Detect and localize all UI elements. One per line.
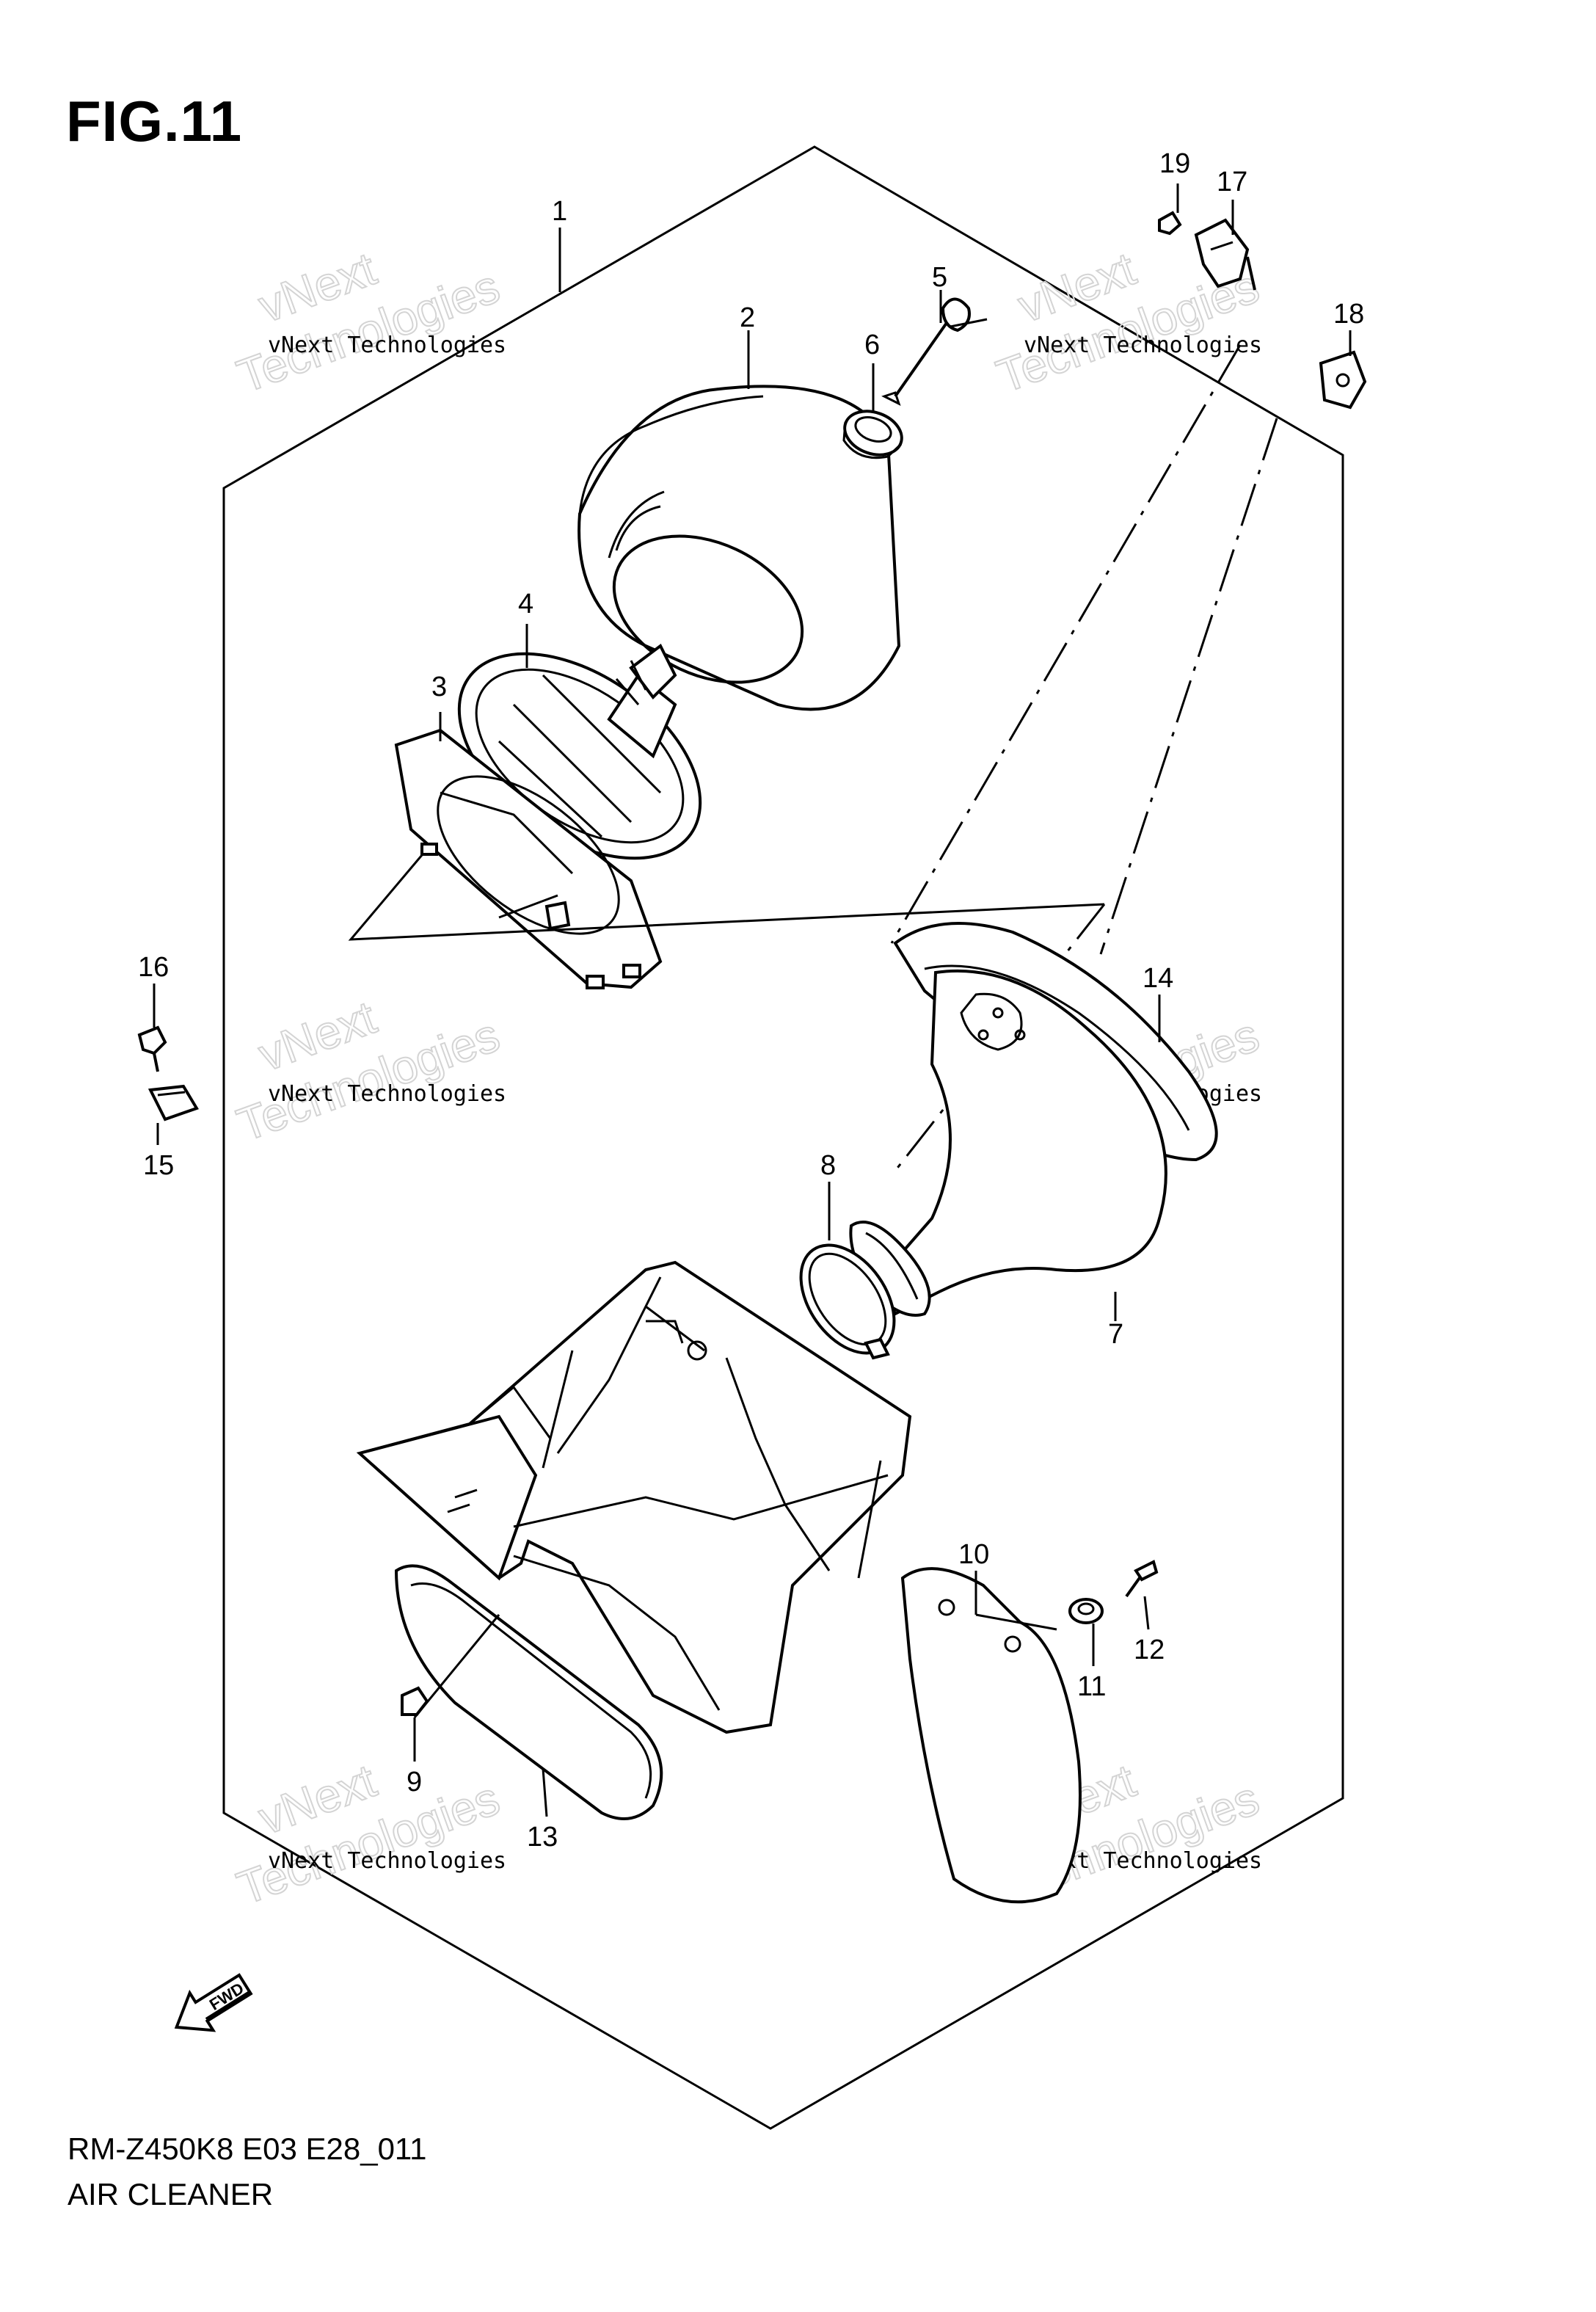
part-9-nut — [401, 1686, 429, 1716]
callout-6: 6 — [864, 330, 880, 360]
callout-9: 9 — [407, 1767, 422, 1797]
callout-10: 10 — [958, 1539, 989, 1570]
part-5-wing-bolt — [881, 297, 988, 406]
assembly-boundary-outline — [222, 145, 1344, 2130]
assembly-guide-line — [1099, 418, 1278, 955]
watermark-line: vNext Technologies — [268, 1081, 506, 1107]
callout-17: 17 — [1217, 167, 1247, 197]
callout-5: 5 — [932, 262, 947, 293]
air-cleaner-case — [356, 1260, 912, 1734]
fwd-arrow-icon: FWD — [174, 1973, 253, 2032]
part-18-plate — [1319, 350, 1367, 410]
leader-lines — [153, 183, 1352, 1817]
part-3-filter-holder — [394, 728, 663, 989]
callout-7: 7 — [1108, 1319, 1123, 1350]
part-7-intake-boot — [849, 969, 1167, 1317]
part-8-clamp — [799, 1243, 896, 1360]
part-6-bushing — [842, 410, 903, 459]
figure-title: FIG.11 — [66, 89, 243, 153]
part-12-screw — [1125, 1560, 1159, 1598]
callout-18: 18 — [1333, 299, 1364, 330]
callout-12: 12 — [1134, 1635, 1165, 1665]
callout-16: 16 — [138, 952, 169, 983]
watermark-line: vNext Technologies — [268, 332, 506, 358]
callout-19: 19 — [1159, 148, 1190, 179]
callout-8: 8 — [820, 1150, 836, 1181]
assembly-guide-line — [890, 344, 1242, 944]
callout-14: 14 — [1143, 963, 1173, 994]
watermark-line: vNext Technologies — [1024, 332, 1262, 358]
assembly-guide-line — [348, 854, 1105, 941]
watermark: vNext Technologies — [230, 241, 507, 404]
callout-11: 11 — [1077, 1671, 1106, 1702]
callout-3: 3 — [431, 672, 447, 702]
part-15-clip-nut — [147, 1084, 199, 1122]
callout-1: 1 — [552, 196, 567, 227]
callouts: 1 2 3 4 5 6 7 8 9 10 11 12 13 14 15 16 1… — [138, 148, 1364, 1853]
model-code: RM-Z450K8 E03 E28_011 — [68, 2131, 427, 2166]
part-10-cover — [900, 1567, 1082, 1904]
part-17-bracket — [1194, 218, 1256, 291]
part-13-case-gasket — [394, 1564, 663, 1820]
callout-2: 2 — [740, 302, 755, 333]
callout-4: 4 — [518, 589, 533, 619]
group-name: AIR CLEANER — [68, 2177, 274, 2211]
part-11-washer — [1068, 1598, 1104, 1624]
watermark-line: vNext Technologies — [268, 1848, 506, 1874]
part-19-screw — [1158, 211, 1182, 236]
watermark: vNext Technologies — [230, 990, 507, 1152]
callout-15: 15 — [143, 1150, 174, 1181]
watermark: vNext Technologies — [230, 1753, 507, 1916]
part-16-bolt — [137, 1025, 167, 1072]
callout-13: 13 — [527, 1822, 558, 1853]
